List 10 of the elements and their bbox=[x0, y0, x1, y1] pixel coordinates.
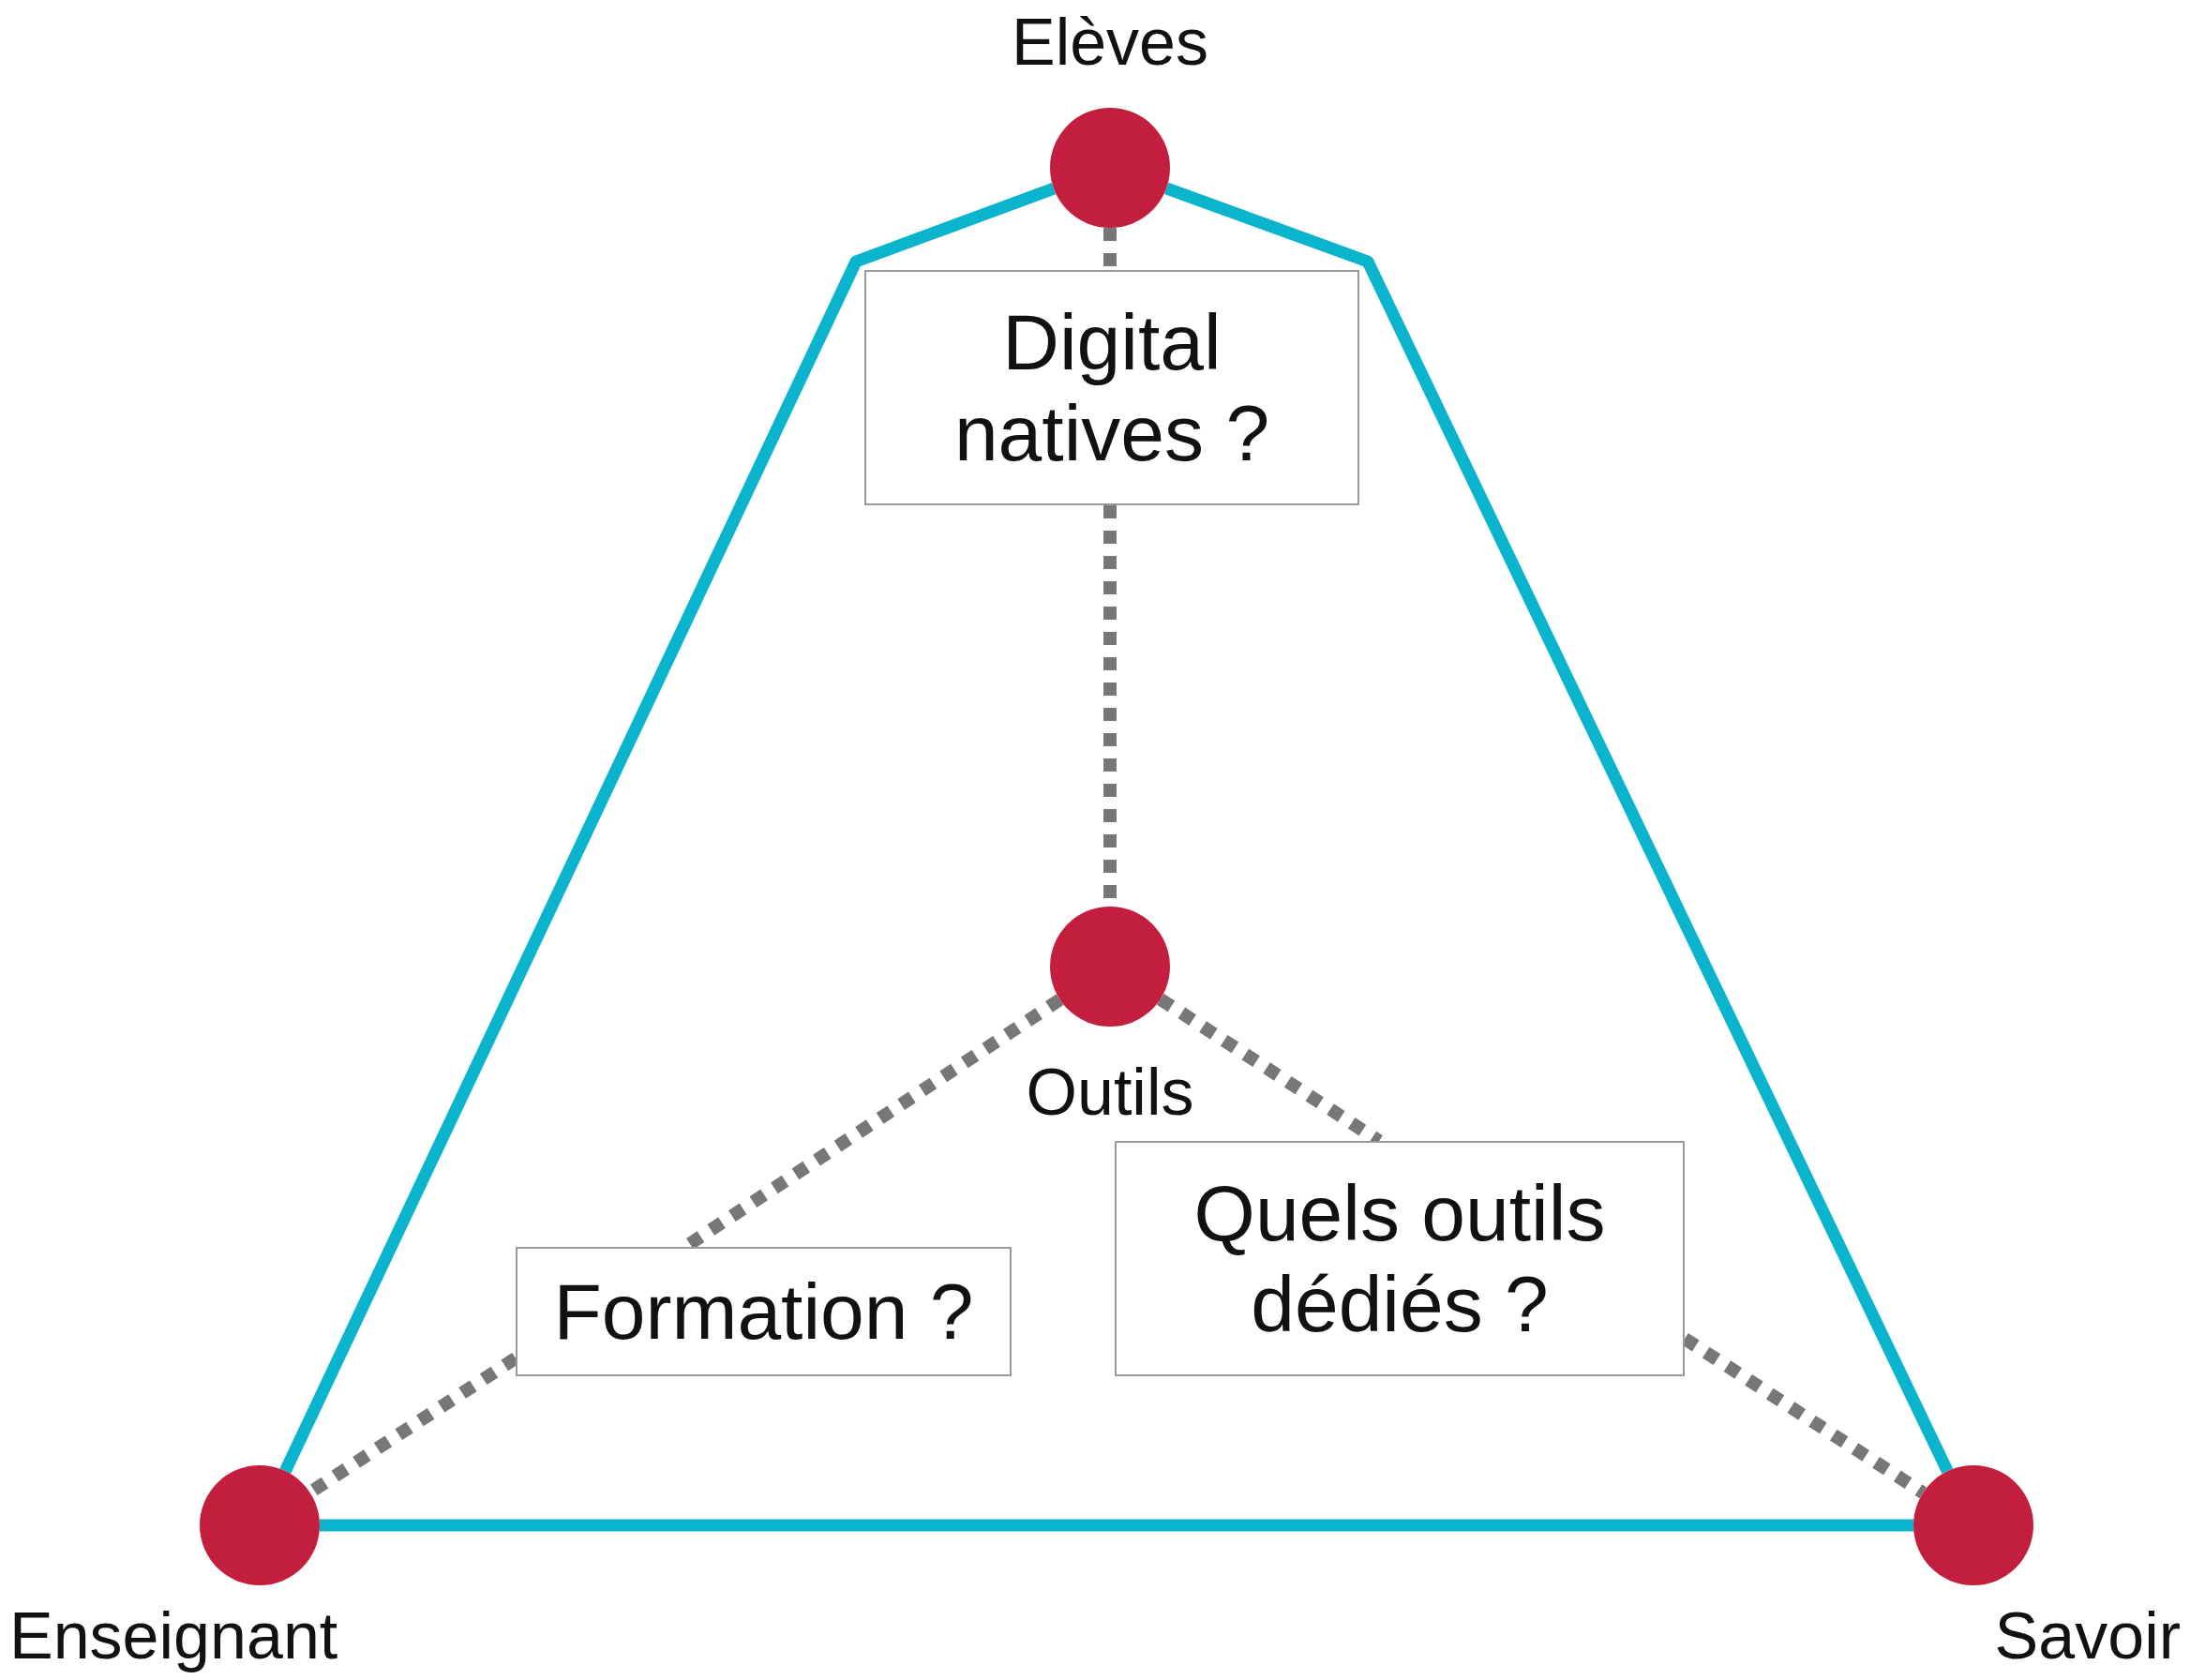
node-label: Enseignant bbox=[9, 1598, 339, 1674]
node-label: Savoir bbox=[1993, 1598, 2181, 1674]
question-box: Formation ? bbox=[516, 1247, 1012, 1376]
node-label: Outils bbox=[1025, 1055, 1195, 1131]
question-box: Digital natives ? bbox=[864, 270, 1359, 505]
connector-line bbox=[320, 1519, 1913, 1532]
node-label: Elèves bbox=[1010, 5, 1210, 81]
connector-line bbox=[279, 183, 1057, 1474]
question-box: Quels outils dédiés ? bbox=[1115, 1141, 1685, 1376]
connector-line bbox=[1163, 182, 1954, 1475]
